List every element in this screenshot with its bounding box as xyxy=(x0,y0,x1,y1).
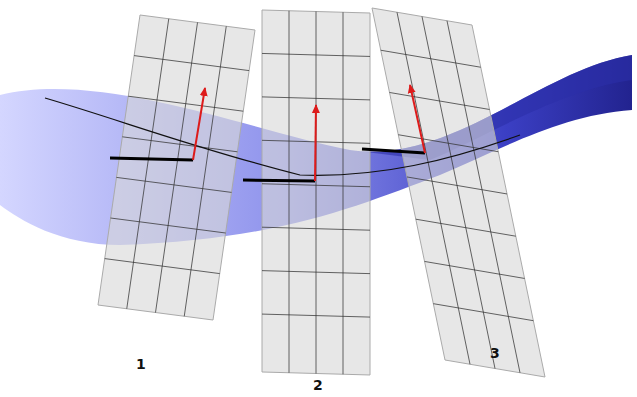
tangent-plane-3 xyxy=(372,8,545,377)
callout-number: 2 xyxy=(313,378,323,392)
normal-arrow xyxy=(315,105,316,181)
tangent-plane-2 xyxy=(262,10,370,375)
callout-number: 3 xyxy=(490,346,500,360)
tangent-vector xyxy=(243,180,315,181)
normal-arrow xyxy=(193,88,205,160)
surface-curve xyxy=(45,98,520,175)
tangent-plane-1 xyxy=(98,15,255,320)
tangent-vector xyxy=(362,149,425,153)
tangent-vector xyxy=(110,158,193,160)
callout-number: 1 xyxy=(136,357,146,371)
normal-arrow xyxy=(410,85,425,153)
